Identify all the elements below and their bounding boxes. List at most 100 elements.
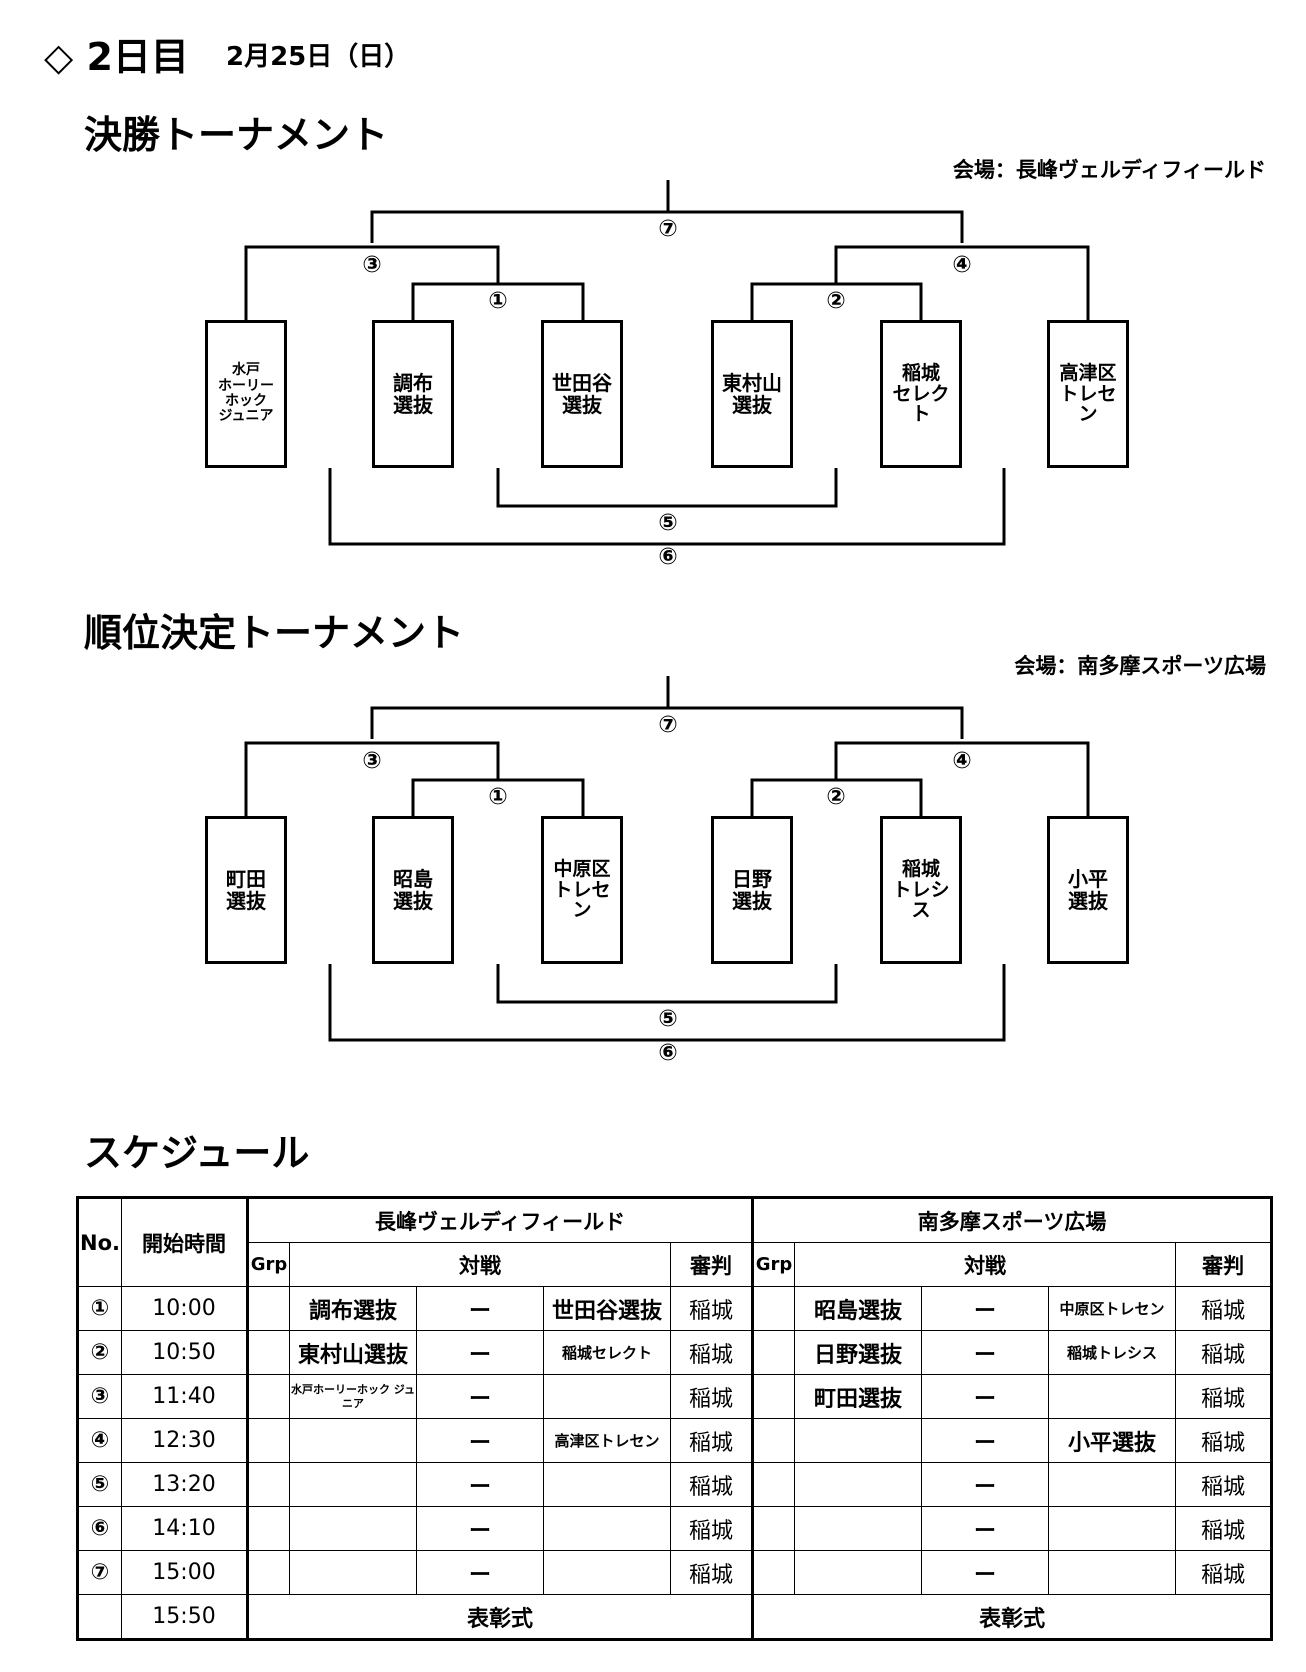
- row-a-vs: ー: [416, 1462, 544, 1507]
- row-a-ref: 稲城: [669, 1462, 754, 1507]
- finals-bracket: ⑦ ③ ④ ① ② ⑤ ⑥: [244, 180, 1090, 570]
- row-b-away: 稲城トレシス: [1048, 1330, 1177, 1375]
- finals-team-4: 東村山 選抜: [711, 320, 793, 468]
- placement-team-6: 小平 選抜: [1047, 816, 1129, 964]
- finals-match-7-label: ⑦: [658, 216, 677, 242]
- schedule-header-row-1: No. 開始時間 長峰ヴェルディフィールド 南多摩スポーツ広場: [77, 1197, 1273, 1287]
- row-b-ref: 稲城: [1175, 1418, 1273, 1463]
- row-a-away: 世田谷選抜: [543, 1286, 671, 1331]
- row-grp-b: [751, 1462, 796, 1507]
- row-b-ref: 稲城: [1175, 1506, 1273, 1551]
- placement-match-3-label: ③: [362, 748, 381, 774]
- row-b-ref: 稲城: [1175, 1286, 1273, 1331]
- row-grp-a: [246, 1462, 290, 1507]
- placement-match-7-label: ⑦: [658, 712, 677, 738]
- row-a-home: [289, 1506, 417, 1551]
- row-time: 15:00: [121, 1550, 248, 1595]
- row-b-home: 昭島選抜: [794, 1286, 923, 1331]
- placement-team-4: 日野 選抜: [711, 816, 793, 964]
- table-row: ③ 11:40 水戸ホーリーホック ジュニア ー 稲城 町田選抜 ー 稲城: [77, 1374, 1273, 1419]
- row-b-away: 中原区トレセン: [1048, 1286, 1177, 1331]
- header-grp-a: Grp: [246, 1242, 290, 1287]
- finals-match-2-label: ②: [826, 288, 845, 314]
- day-title: ◇ 2日目: [44, 35, 189, 79]
- finals-team-1: 水戸 ホーリー ホック ジュニア: [205, 320, 287, 468]
- header-start-time: 開始時間: [121, 1197, 248, 1287]
- row-b-away: [1048, 1462, 1177, 1507]
- row-b-home: 町田選抜: [794, 1374, 923, 1419]
- date-label: 2月25日（日）: [226, 42, 411, 72]
- row-grp-b: [751, 1286, 796, 1331]
- placement-team-3: 中原区 トレセ ン: [541, 816, 623, 964]
- schedule-header-row-2: Grp 対戦 審判 Grp 対戦 審判: [78, 1242, 1273, 1287]
- row-no: ③: [77, 1374, 122, 1419]
- row-a-away: [543, 1374, 671, 1419]
- row-no: [77, 1594, 122, 1640]
- schedule-title: スケジュール: [84, 1131, 310, 1175]
- row-no: ⑦: [77, 1550, 122, 1595]
- row-grp-b: [751, 1330, 796, 1375]
- row-a-home: 東村山選抜: [289, 1330, 417, 1375]
- placement-title: 順位決定トーナメント: [84, 611, 465, 655]
- header-match-a: 対戦: [289, 1242, 671, 1287]
- row-b-ref: 稲城: [1175, 1462, 1273, 1507]
- row-time: 11:40: [121, 1374, 248, 1419]
- row-b-home: [794, 1418, 923, 1463]
- table-row: ⑤ 13:20 ー 稲城 ー 稲城: [77, 1462, 1273, 1507]
- row-no: ④: [77, 1418, 122, 1463]
- ceremony-row: 15:50 表彰式 表彰式: [77, 1594, 1273, 1640]
- row-a-vs: ー: [416, 1550, 544, 1595]
- row-time: 12:30: [121, 1418, 248, 1463]
- row-a-vs: ー: [416, 1506, 544, 1551]
- finals-team-3: 世田谷 選抜: [541, 320, 623, 468]
- table-row: ① 10:00 調布選抜 ー 世田谷選抜 稲城 昭島選抜 ー 中原区トレセン 稲…: [77, 1286, 1273, 1331]
- row-b-vs: ー: [921, 1418, 1050, 1463]
- row-b-ref: 稲城: [1175, 1550, 1273, 1595]
- placement-bracket: ⑦ ③ ④ ① ② ⑤ ⑥: [244, 676, 1090, 1066]
- placement-team-5: 稲城 トレシ ス: [880, 816, 962, 964]
- row-a-away: [543, 1506, 671, 1551]
- row-a-ref: 稲城: [669, 1374, 754, 1419]
- row-a-vs: ー: [416, 1330, 544, 1375]
- row-b-home: [794, 1550, 923, 1595]
- placement-match-6-label: ⑥: [658, 1040, 677, 1066]
- row-b-away: [1048, 1374, 1177, 1419]
- ceremony-venue-a: 表彰式: [245, 1594, 754, 1640]
- finals-venue: 会場：長峰ヴェルディフィールド: [952, 158, 1266, 182]
- row-b-away: [1048, 1550, 1177, 1595]
- row-a-ref: 稲城: [669, 1286, 754, 1331]
- row-grp-b: [751, 1506, 796, 1551]
- header-referee-a: 審判: [669, 1242, 754, 1287]
- row-a-ref: 稲城: [669, 1418, 754, 1463]
- row-b-vs: ー: [921, 1374, 1050, 1419]
- row-b-ref: 稲城: [1175, 1330, 1273, 1375]
- finals-match-6-label: ⑥: [658, 544, 677, 570]
- row-grp-a: [246, 1374, 290, 1419]
- placement-venue: 会場：南多摩スポーツ広場: [1014, 654, 1266, 678]
- row-b-vs: ー: [921, 1506, 1050, 1551]
- finals-match-5-label: ⑤: [658, 510, 677, 536]
- row-grp-b: [751, 1374, 796, 1419]
- row-b-away: 小平選抜: [1048, 1418, 1177, 1463]
- finals-match-4-label: ④: [952, 252, 971, 278]
- row-b-ref: 稲城: [1175, 1374, 1273, 1419]
- placement-match-1-label: ①: [488, 784, 507, 810]
- row-a-ref: 稲城: [669, 1550, 754, 1595]
- row-grp-b: [751, 1418, 796, 1463]
- row-a-home: [289, 1550, 417, 1595]
- row-a-away: 稲城セレクト: [543, 1330, 671, 1375]
- row-time: 13:20: [121, 1462, 248, 1507]
- row-a-vs: ー: [416, 1418, 544, 1463]
- header-venue-a: 長峰ヴェルディフィールド: [245, 1197, 754, 1243]
- row-a-ref: 稲城: [669, 1330, 754, 1375]
- finals-team-5: 稲城 セレク ト: [880, 320, 962, 468]
- row-no: ⑥: [77, 1506, 122, 1551]
- row-time: 14:10: [121, 1506, 248, 1551]
- finals-match-1-label: ①: [488, 288, 507, 314]
- row-b-home: [794, 1462, 923, 1507]
- row-grp-a: [246, 1286, 290, 1331]
- row-b-vs: ー: [921, 1286, 1050, 1331]
- table-row: ⑥ 14:10 ー 稲城 ー 稲城: [77, 1506, 1273, 1551]
- row-a-home: 水戸ホーリーホック ジュニア: [289, 1374, 417, 1419]
- row-b-home: [794, 1506, 923, 1551]
